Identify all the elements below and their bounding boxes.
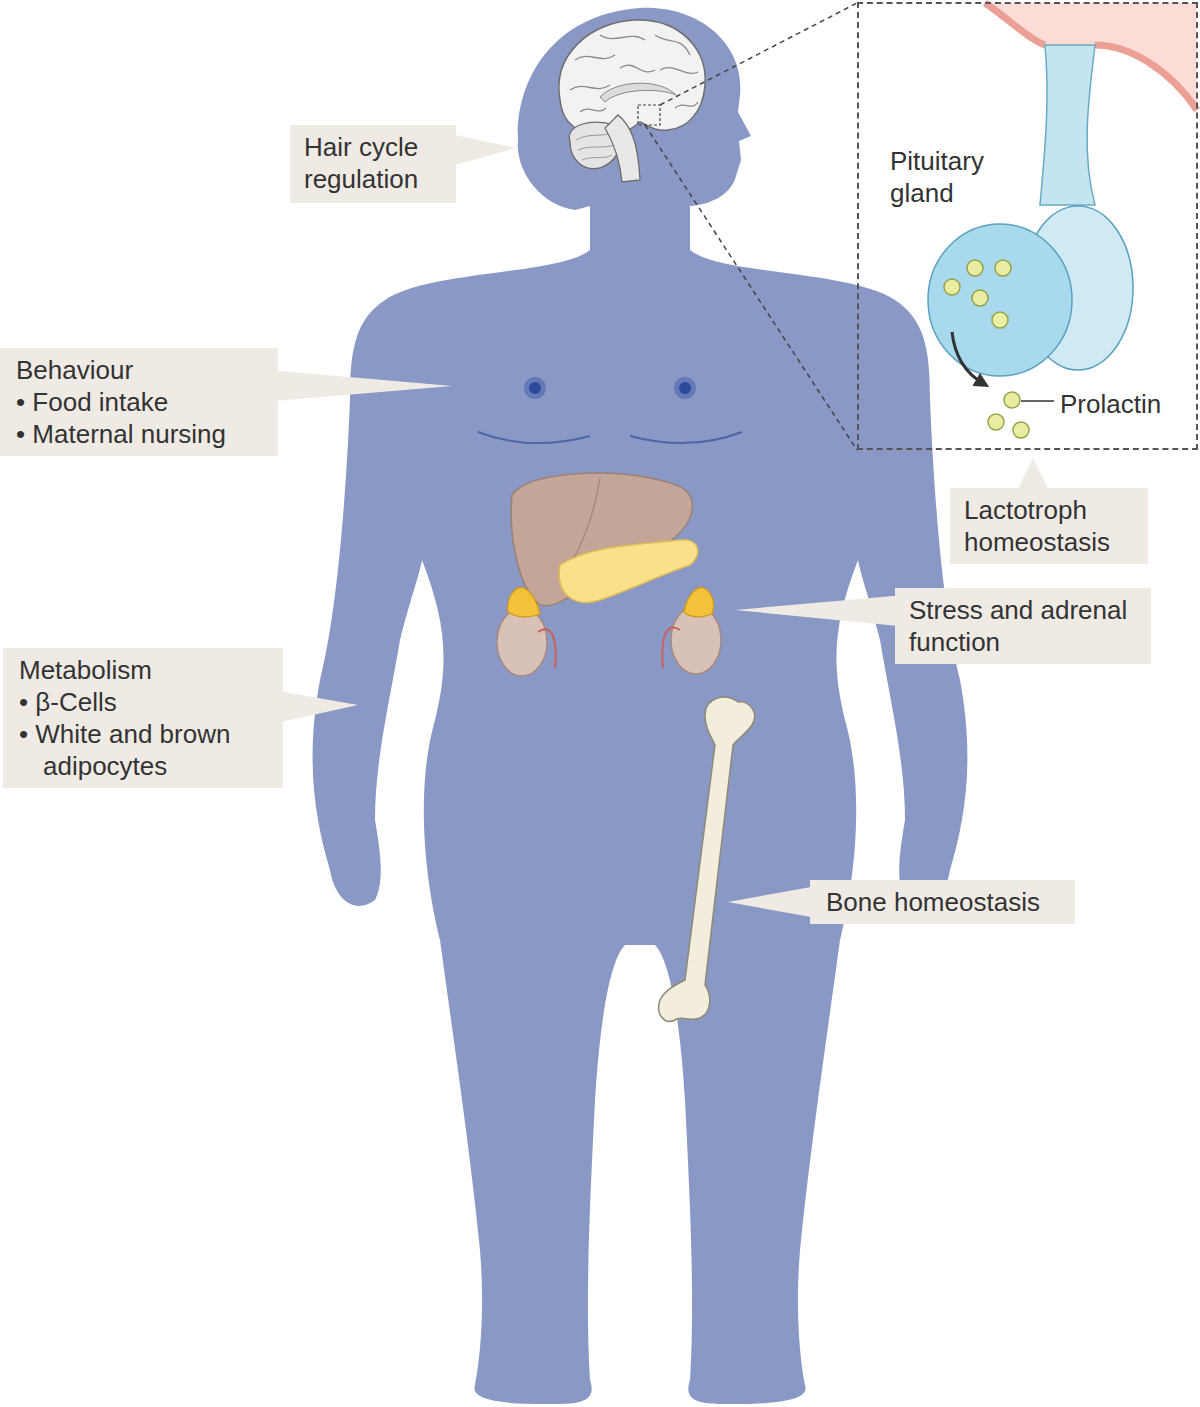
pituitary-stalk	[1040, 45, 1095, 205]
chest-line	[478, 432, 742, 443]
adrenal-gland	[508, 588, 540, 617]
callout-box: Hair cycle regulation	[290, 125, 456, 203]
callout-text: Metabolism	[19, 654, 267, 686]
pancreas	[559, 540, 698, 602]
nipple	[524, 377, 546, 399]
callout-pointer	[728, 887, 811, 917]
callout-pointer	[282, 692, 358, 722]
callout-text: Hair cycle regulation	[304, 131, 442, 195]
femur	[659, 697, 755, 1021]
cerebrum	[559, 20, 705, 137]
zoom-frame	[638, 105, 660, 125]
brainstem	[605, 115, 640, 182]
callout-text: • Food intake	[16, 386, 262, 418]
body-silhouette	[313, 8, 968, 1404]
callout-box: Metabolism• β-Cells• White and brown adi…	[3, 648, 283, 788]
callout-text: Lactotroph homeostasis	[964, 494, 1134, 558]
callout-pointer	[735, 596, 896, 626]
leader-line	[1021, 400, 1054, 402]
nipple	[674, 377, 696, 399]
callout-text: • White and brown adipocytes	[19, 718, 267, 782]
inset-label: Prolactin	[1060, 388, 1180, 420]
callout-pointer	[1018, 458, 1048, 489]
callout-box: Stress and adrenal function	[895, 588, 1151, 664]
callout-box: Lactotroph homeostasis	[950, 488, 1148, 564]
inset-panel: Pituitary glandProlactin	[857, 2, 1198, 450]
prolactin-granules	[944, 260, 1029, 438]
nipple	[679, 382, 691, 394]
callout-text: • Maternal nursing	[16, 418, 262, 450]
callout-text: Behaviour	[16, 354, 262, 386]
callout-text: Bone homeostasis	[826, 886, 1059, 918]
callout-pointer	[277, 371, 452, 401]
corpus-callosum	[600, 83, 676, 102]
nipple	[529, 382, 541, 394]
zoom-line	[645, 3, 857, 450]
inset-label: Pituitary gland	[890, 145, 1020, 209]
adrenal-gland	[684, 588, 714, 617]
secretion-arrow	[952, 332, 984, 384]
callout-text: • β-Cells	[19, 686, 267, 718]
callout-text: Stress and adrenal function	[909, 594, 1137, 658]
callout-box: Behaviour• Food intake• Maternal nursing	[0, 348, 278, 456]
anterior-pituitary	[928, 224, 1072, 376]
callout-box: Bone homeostasis	[810, 880, 1075, 924]
renal-vessels	[538, 627, 680, 668]
callout-pointer	[455, 135, 516, 165]
brain-gyri	[570, 35, 698, 112]
kidney	[497, 608, 547, 676]
